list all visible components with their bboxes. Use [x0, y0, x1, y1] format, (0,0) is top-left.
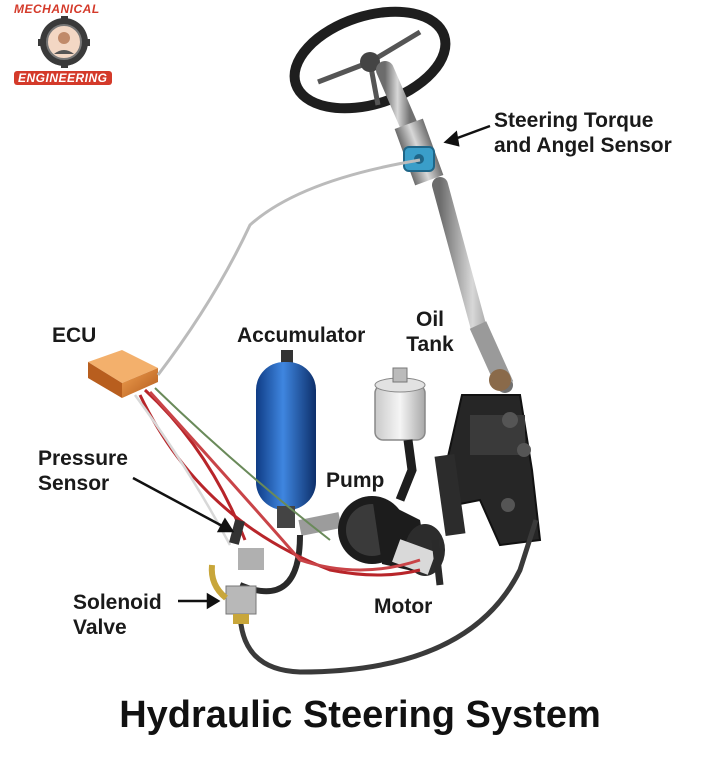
solenoid-valve — [208, 564, 257, 624]
accumulator — [256, 350, 316, 528]
label-steering-sensor-line2: and Angel Sensor — [494, 134, 672, 157]
logo-top-text: MECHANICAL — [14, 2, 100, 16]
label-solenoid-valve-line1: Solenoid — [73, 591, 162, 614]
label-oil-tank: Oil Tank — [400, 307, 460, 357]
label-pressure-sensor-line1: Pressure — [38, 447, 128, 470]
leader-arrows — [132, 124, 491, 610]
steering-wheel — [289, 6, 451, 114]
pressure-sensor — [229, 519, 264, 570]
label-pressure-sensor-line2: Sensor — [38, 472, 110, 495]
page-title: Hydraulic Steering System — [119, 694, 601, 736]
label-steering-sensor: Steering Torque and Angel Sensor — [494, 108, 672, 158]
label-steering-sensor-line1: Steering Torque — [494, 109, 654, 132]
logo-bottom-text: ENGINEERING — [14, 71, 112, 85]
label-oil-tank-line1: Oil — [415, 308, 444, 331]
ecu — [88, 350, 158, 398]
oil-tank — [374, 367, 426, 502]
label-oil-tank-line2: Tank — [406, 333, 454, 356]
pump-motor — [298, 496, 445, 576]
label-solenoid-valve-line2: Valve — [73, 616, 127, 639]
label-pressure-sensor: Pressure Sensor — [38, 446, 128, 496]
label-solenoid-valve: Solenoid Valve — [73, 590, 162, 640]
logo-gear-icon — [38, 16, 90, 68]
label-motor: Motor — [374, 595, 433, 618]
steering-gearbox — [434, 394, 542, 547]
label-ecu: ECU — [52, 324, 97, 347]
label-pump: Pump — [326, 469, 385, 492]
label-accumulator: Accumulator — [237, 324, 366, 347]
